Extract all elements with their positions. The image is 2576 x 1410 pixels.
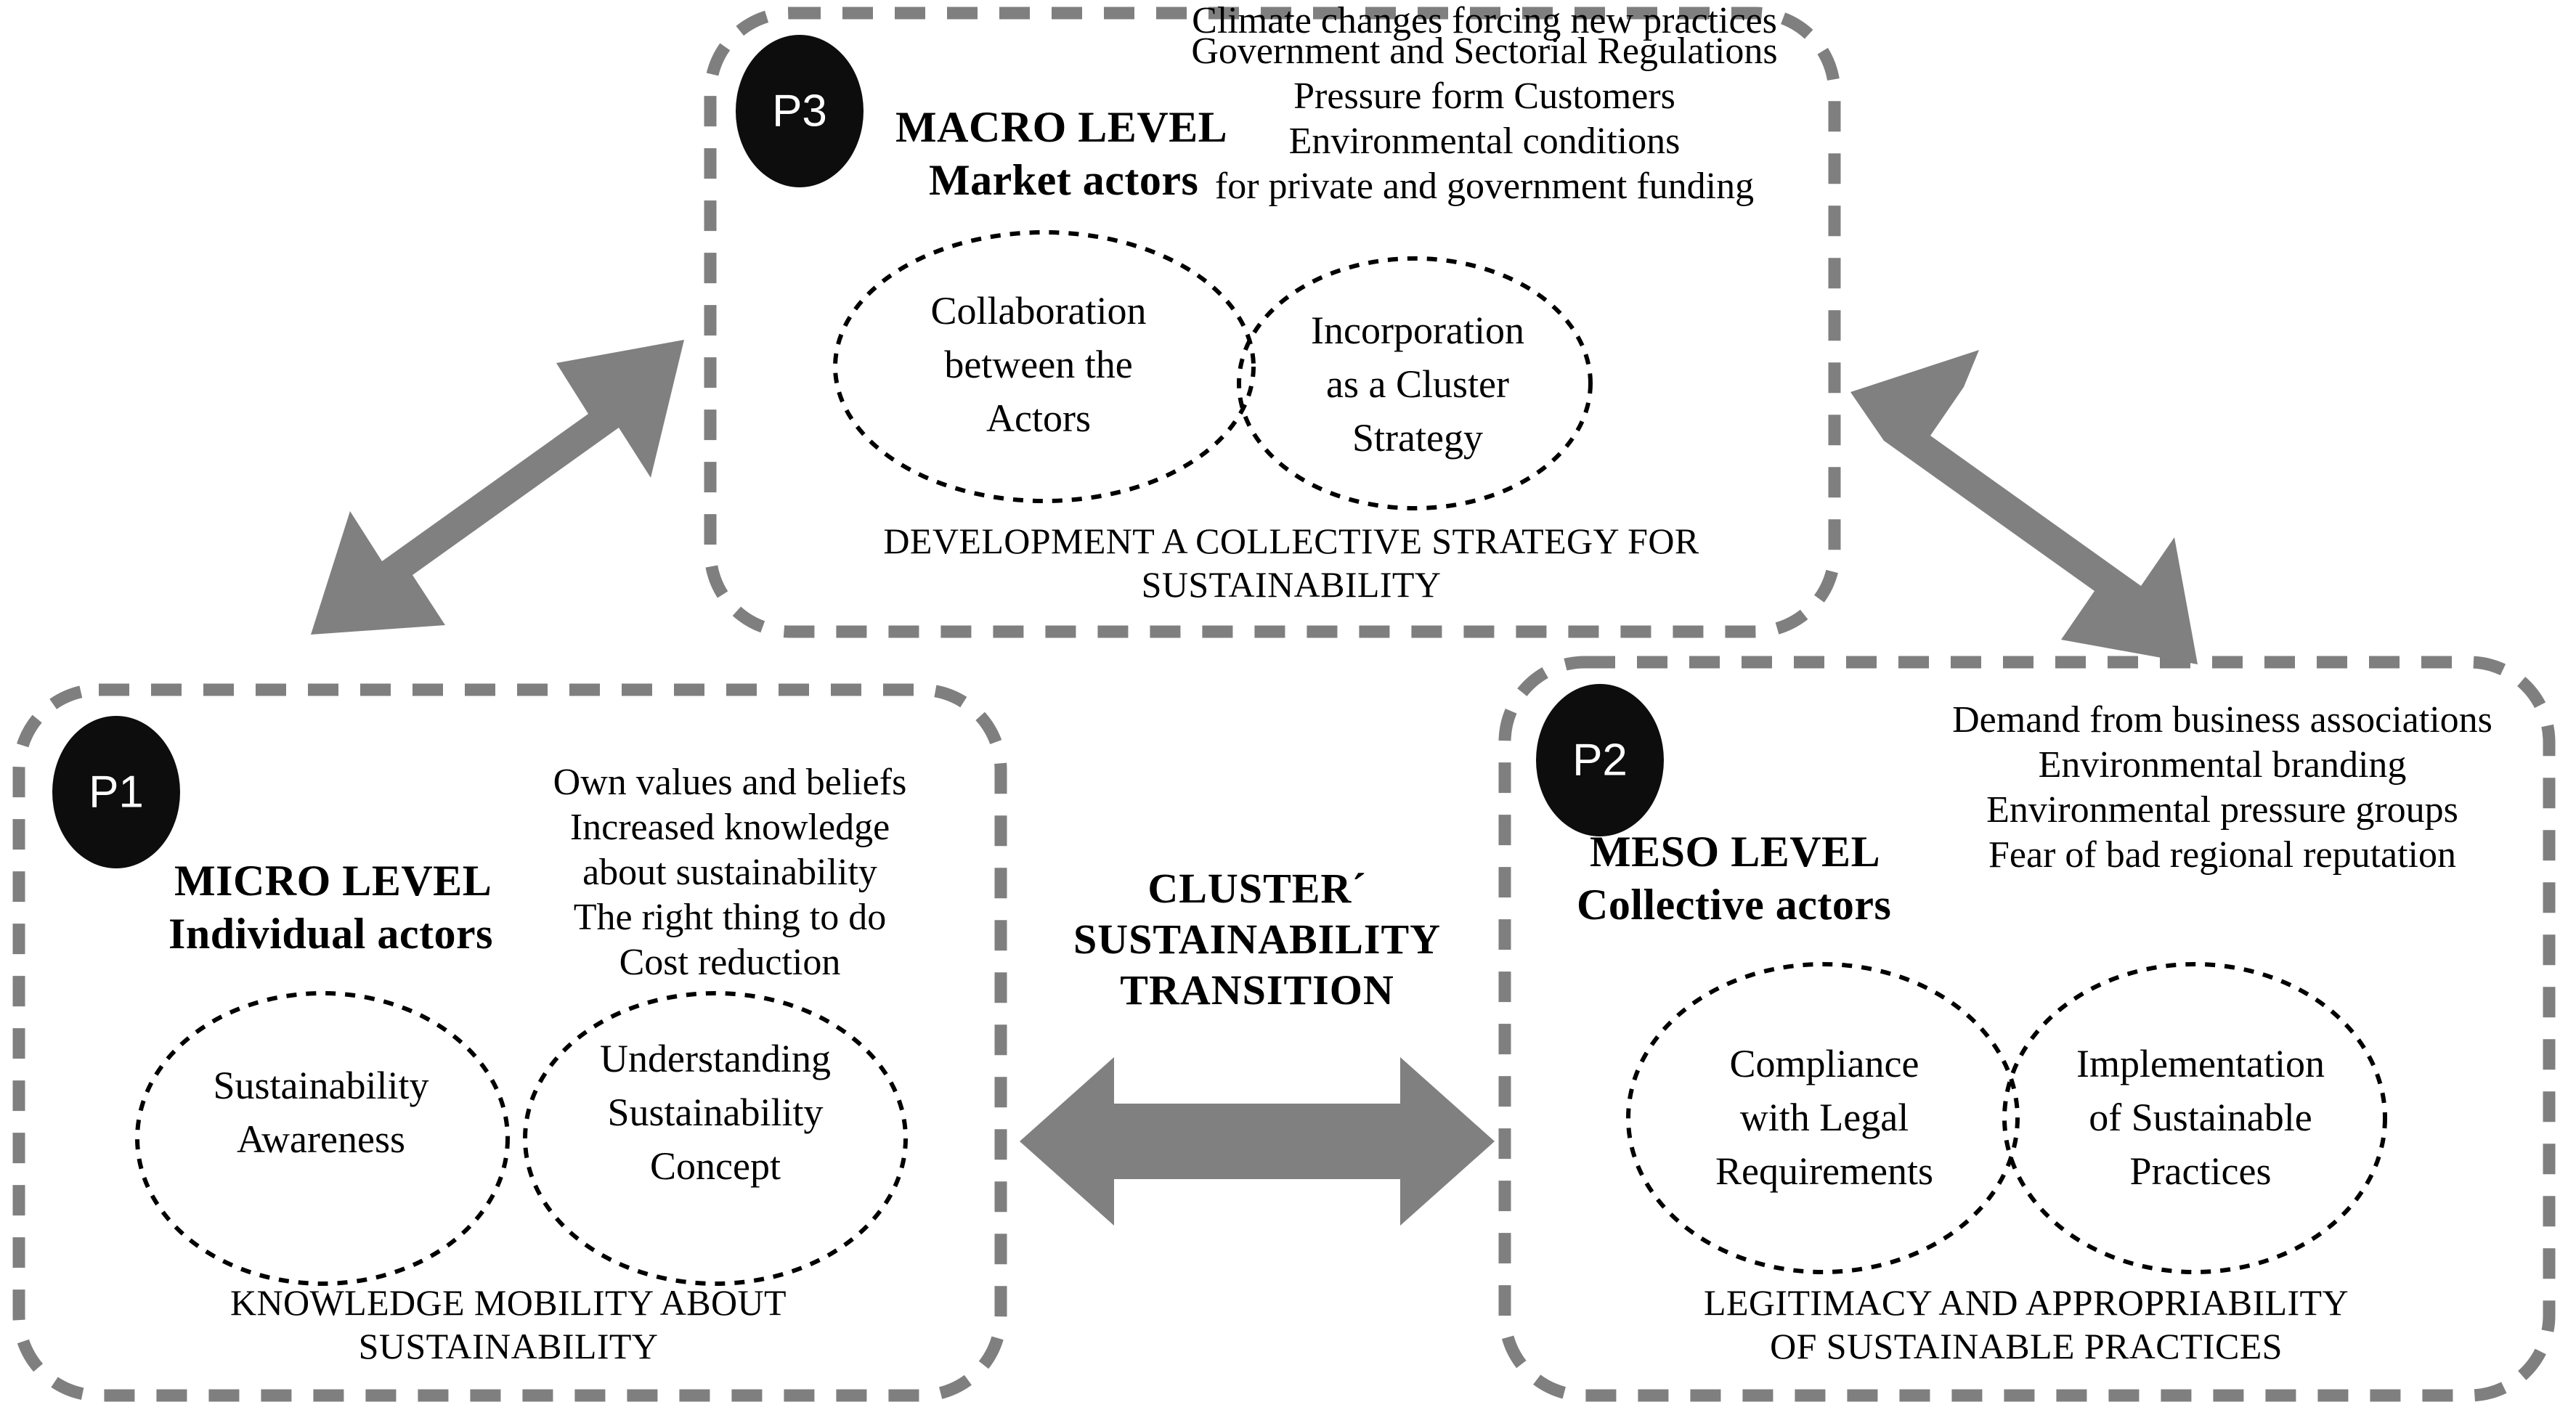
panel-caption-line: DEVELOPMENT A COLLECTIVE STRATEGY FOR <box>883 521 1699 561</box>
badge-circle-p2 <box>1536 684 1664 836</box>
venn-label-line: as a Cluster <box>1326 362 1509 406</box>
panel-outline-p3 <box>704 7 1841 638</box>
panel-actors-p2: Collective actors <box>1577 881 1892 929</box>
venn-ellipse-p1-left <box>135 991 510 1286</box>
venn-ellipse-p3-right <box>1237 256 1593 510</box>
venn-label-line: Actors <box>986 396 1091 440</box>
center-title-line: TRANSITION <box>1120 966 1394 1014</box>
panel-outline-p2 <box>1498 656 2556 1402</box>
driver-item: Fear of bad regional reputation <box>1988 834 2456 876</box>
driver-item: Environmental branding <box>2038 744 2407 786</box>
driver-item: Cost reduction <box>619 942 841 983</box>
venn-label-line: Sustainability <box>607 1091 824 1134</box>
venn-label-line: Sustainability <box>213 1064 429 1107</box>
panel-caption-line: KNOWLEDGE MOBILITY ABOUT <box>230 1282 787 1323</box>
arrow-p3-p2 <box>1850 350 2198 664</box>
venn-label-line: between the <box>944 343 1133 386</box>
arrow-p1-p2 <box>1020 1057 1495 1226</box>
venn-label-line: Strategy <box>1352 416 1483 460</box>
venn-label-line: Implementation <box>2076 1042 2325 1085</box>
venn-label-line: Collaboration <box>930 289 1147 333</box>
panel-outline-p1 <box>12 683 1007 1402</box>
panel-actors-p3: Market actors <box>929 156 1199 204</box>
driver-item: about sustainability <box>582 852 877 893</box>
panel-caption-line: SUSTAINABILITY <box>1141 564 1442 605</box>
driver-item: The right thing to do <box>573 897 887 938</box>
center-title-line: CLUSTER´ <box>1147 865 1367 912</box>
driver-item: Pressure form Customers <box>1293 76 1675 117</box>
venn-ellipse-p2-right <box>2002 962 2387 1274</box>
venn-label-line: Awareness <box>237 1117 405 1161</box>
driver-item: Environmental pressure groups <box>1986 789 2458 831</box>
center-title-line: SUSTAINABILITY <box>1073 916 1442 963</box>
badge-label-p2: P2 <box>1572 735 1628 786</box>
venn-label-line: Concept <box>650 1144 781 1188</box>
driver-item: Climate changes forcing new practices <box>1192 0 1777 41</box>
venn-ellipse-p2-left <box>1626 962 2020 1274</box>
panel-caption-line: SUSTAINABILITY <box>358 1326 659 1366</box>
driver-item: for private and government funding <box>1214 166 1755 207</box>
venn-label-line: with Legal <box>1739 1096 1909 1139</box>
driver-item: Environmental conditions <box>1288 121 1681 162</box>
driver-item: Own values and beliefs <box>553 762 907 803</box>
badge-label-p3: P3 <box>772 86 827 136</box>
venn-label-line: Practices <box>2129 1149 2272 1193</box>
panel-level-p2: MESO LEVEL <box>1590 828 1881 876</box>
driver-item: Government and Sectorial Regulations <box>1191 30 1778 72</box>
panel-level-p1: MICRO LEVEL <box>174 857 492 905</box>
venn-label-line: Requirements <box>1715 1149 1933 1193</box>
panel-caption-line: OF SUSTAINABLE PRACTICES <box>1770 1326 2283 1366</box>
driver-item: Demand from business associations <box>1952 699 2492 741</box>
panel-caption-line: LEGITIMACY AND APPROPRIABILITY <box>1704 1282 2349 1323</box>
venn-label-line: of Sustainable <box>2089 1096 2312 1139</box>
venn-ellipse-p3-left <box>833 230 1256 503</box>
badge-circle-p3 <box>736 35 864 187</box>
badge-label-p1: P1 <box>89 767 144 818</box>
panel-actors-p1: Individual actors <box>168 910 493 958</box>
driver-item: Increased knowledge <box>569 807 890 848</box>
venn-label-line: Understanding <box>600 1037 831 1080</box>
badge-circle-p1 <box>52 716 180 868</box>
arrow-p1-p3 <box>311 340 684 635</box>
panel-level-p3: MACRO LEVEL <box>895 103 1228 151</box>
venn-label-line: Incorporation <box>1311 309 1524 352</box>
venn-ellipse-p1-right <box>523 991 908 1286</box>
venn-label-line: Compliance <box>1729 1042 1919 1085</box>
